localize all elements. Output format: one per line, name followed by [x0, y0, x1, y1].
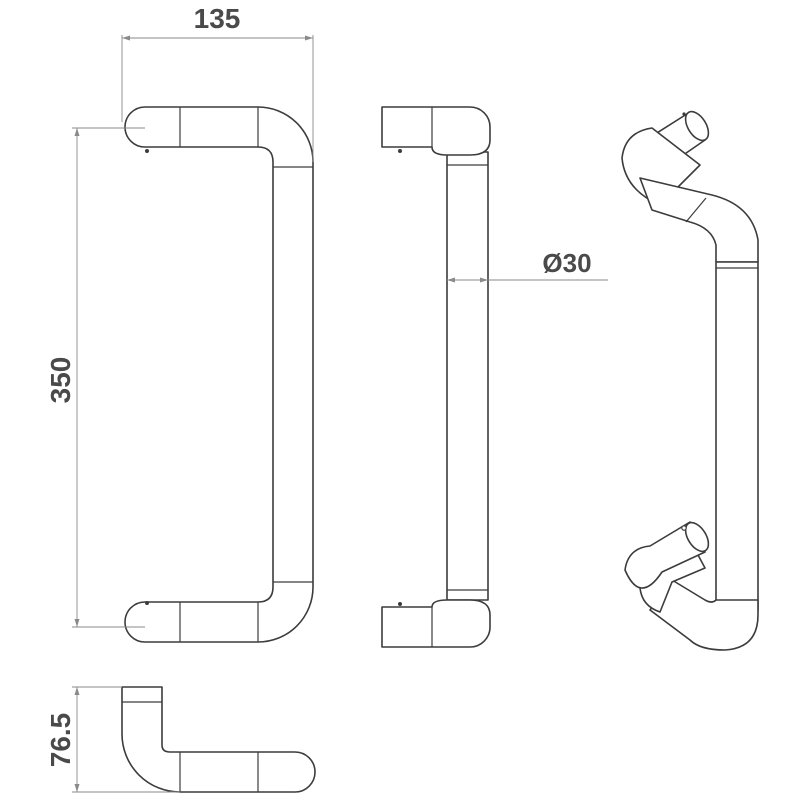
diameter-arrow-right	[480, 277, 488, 283]
side-view	[381, 106, 491, 648]
diameter-label: Ø30	[542, 248, 591, 278]
width-label: 135	[194, 3, 241, 34]
bottom-fixing-dot	[145, 601, 149, 605]
front-view	[124, 106, 314, 643]
perspective-top-bend	[621, 127, 701, 206]
plan-view	[121, 686, 316, 793]
side-bottom-dot	[398, 602, 402, 606]
perspective-top-seam	[685, 197, 707, 223]
perspective-view	[621, 110, 759, 651]
height-arrow-top	[74, 128, 80, 136]
height-label: 350	[45, 357, 76, 404]
side-view-bottom-cap	[381, 599, 491, 648]
projection-label: 76.5	[45, 713, 76, 768]
width-arrow-left	[122, 35, 130, 41]
perspective-top-dot	[682, 112, 686, 116]
perspective-bottom-fixing-hole	[681, 525, 687, 531]
perspective-bottom-cap	[624, 521, 706, 589]
dimension-height: 350	[45, 127, 145, 628]
dimension-projection: 76.5	[45, 686, 180, 793]
side-view-top-cap	[381, 106, 491, 156]
top-fixing-dot	[145, 149, 149, 153]
perspective-top-diagonal	[639, 177, 759, 263]
projection-arrow-top	[74, 687, 80, 695]
front-view-outline	[124, 106, 314, 643]
diameter-arrow-left	[447, 277, 455, 283]
dimension-width: 135	[121, 3, 314, 162]
width-arrow-right	[305, 35, 313, 41]
side-top-dot	[398, 149, 402, 153]
projection-arrow-bottom	[74, 784, 80, 792]
perspective-bottom-cap-end	[684, 521, 710, 553]
side-view-bar	[446, 151, 489, 601]
dimension-diameter: Ø30	[447, 248, 608, 283]
plan-view-outline	[121, 686, 316, 793]
height-arrow-bottom	[74, 619, 80, 627]
perspective-vertical-bar	[715, 261, 759, 611]
perspective-bottom-bend	[649, 579, 759, 651]
perspective-top-stub-end	[684, 110, 710, 142]
